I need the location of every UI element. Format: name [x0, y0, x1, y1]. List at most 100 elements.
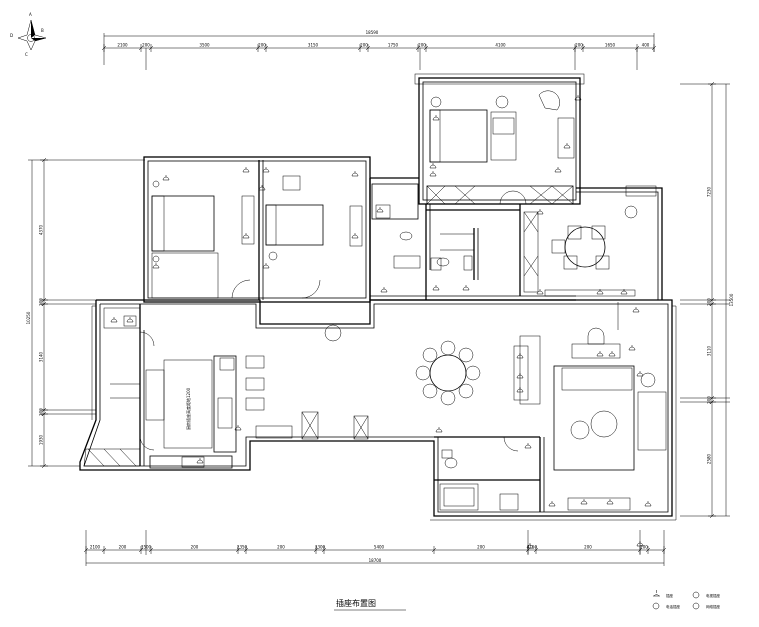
- kitchen: 厨房插座高度距地1200: [83, 307, 265, 469]
- bottom-overall-dimension: 18700: [369, 558, 382, 563]
- compass-icon: A D B C: [10, 12, 47, 57]
- dimension-label: 1750: [388, 43, 399, 48]
- socket-icon: [632, 307, 640, 313]
- socket-icon: [536, 209, 544, 215]
- dimension-label: 200: [707, 396, 712, 404]
- dimension-label: 3150: [308, 43, 319, 48]
- right-overall-dimension: 13500: [729, 293, 734, 306]
- socket-icon: [516, 387, 524, 393]
- svg-text:电视插座: 电视插座: [706, 593, 720, 598]
- dimension-label: 200: [360, 43, 368, 48]
- dimension-label: 200: [258, 43, 266, 48]
- legend-telephone-socket: 电话插座: [652, 602, 680, 610]
- top-overall-dimension: 18590: [366, 30, 379, 35]
- dimension-label: 1930: [39, 434, 44, 445]
- dimension-label: 1650: [605, 43, 616, 48]
- bedroom-2: [265, 175, 363, 299]
- socket-icon: [351, 233, 359, 239]
- dimension-label: 5400: [374, 545, 385, 550]
- bedroom-1: [151, 180, 255, 299]
- socket-icon: [110, 317, 118, 323]
- socket-icon: [580, 499, 588, 505]
- balcony-outlines: [91, 73, 677, 521]
- symbol-legend: 插座 电视插座 电话插座 网络插座: [652, 590, 720, 610]
- socket-icon: [526, 543, 534, 549]
- living-room: [513, 302, 667, 511]
- entry-foyer: [255, 324, 369, 440]
- legend-tv-socket: 电视插座: [692, 591, 720, 599]
- socket-icon: [162, 175, 170, 181]
- socket-icon: [376, 207, 384, 213]
- socket-icon: [628, 345, 636, 351]
- dimension-label: 200: [707, 298, 712, 306]
- dimension-label: 400: [642, 43, 650, 48]
- socket-icon: [152, 263, 160, 269]
- dimension-label: 200: [640, 545, 648, 550]
- dimension-label: 3140: [39, 351, 44, 362]
- kitchen-socket-height-note: 厨房插座高度距地1200: [185, 387, 191, 430]
- socket-icon: [462, 285, 470, 291]
- left-dimension-chain: 10250 4370 200 3140 200 1930: [26, 157, 145, 469]
- socket-icon: [432, 285, 440, 291]
- socket-icon: [608, 351, 616, 357]
- socket-icon: [429, 163, 437, 169]
- dimension-label: 200: [584, 545, 592, 550]
- extension-lines: [40, 48, 730, 555]
- socket-icon: [524, 443, 532, 449]
- socket-icon: [574, 95, 582, 101]
- socket-icon: [536, 289, 544, 295]
- dimension-label: 3300: [315, 545, 326, 550]
- socket-symbols: [110, 95, 652, 549]
- socket-icon: [234, 425, 242, 431]
- dimension-label: 200: [119, 545, 127, 550]
- socket-icon: [242, 233, 250, 239]
- socket-icon: [351, 171, 359, 177]
- drawing-title-block: 插座布置图: [334, 598, 406, 611]
- dimension-label: 2350: [237, 545, 248, 550]
- socket-icon: [258, 185, 266, 191]
- dimension-label: 3150: [527, 545, 538, 550]
- socket-icon: [563, 143, 571, 149]
- socket-icon: [644, 501, 652, 507]
- socket-icon: [262, 263, 270, 269]
- dimension-label: 3500: [199, 43, 210, 48]
- dimension-label: 4370: [39, 224, 44, 235]
- socket-icon: [429, 171, 437, 177]
- socket-icon: [606, 499, 614, 505]
- bathroom-2: [371, 183, 421, 269]
- legend-socket: 插座: [653, 590, 674, 598]
- master-bath: [430, 211, 539, 293]
- dimension-label: 200: [39, 298, 44, 306]
- socket-icon: [262, 167, 270, 173]
- drawing-title: 插座布置图: [336, 598, 376, 608]
- dimension-label: 200: [191, 545, 199, 550]
- dimension-label: 7230: [707, 186, 712, 197]
- socket-icon: [242, 167, 250, 173]
- compass-letter-b: B: [41, 28, 44, 33]
- dimension-label: 2100: [90, 545, 101, 550]
- socket-icon: [126, 317, 134, 323]
- master-bedroom: [426, 90, 575, 205]
- socket-icon: [636, 541, 644, 547]
- dimension-label: 200: [39, 408, 44, 416]
- compass-letter-d: D: [10, 33, 13, 38]
- round-dining-table: [415, 340, 481, 406]
- socket-icon: [636, 371, 644, 377]
- socket-icon: [196, 458, 204, 464]
- socket-icon: [380, 287, 388, 293]
- svg-text:网络插座: 网络插座: [706, 604, 720, 609]
- left-overall-dimension: 10250: [26, 311, 31, 324]
- socket-icon: [516, 353, 524, 359]
- dimension-label: 200: [477, 545, 485, 550]
- dimension-label: 200: [575, 43, 583, 48]
- svg-text:电话插座: 电话插座: [666, 604, 680, 609]
- dimension-label: 2580: [707, 453, 712, 464]
- socket-icon: [620, 289, 628, 295]
- dimension-label: 3110: [707, 345, 712, 356]
- legend-network-socket: 网络插座: [692, 602, 720, 610]
- compass-letter-c: C: [25, 52, 28, 57]
- socket-icon: [435, 427, 443, 433]
- socket-icon: [596, 351, 604, 357]
